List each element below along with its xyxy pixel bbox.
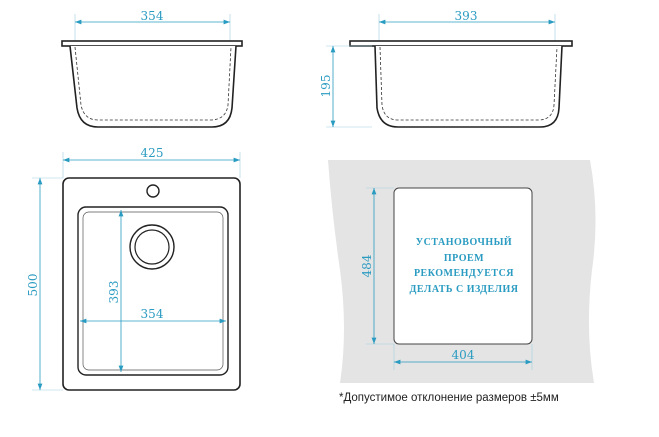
dimension-label: 484 (360, 254, 374, 277)
dimension-label: 354 (141, 307, 164, 321)
drain-hole (129, 224, 175, 270)
dimension-label: 425 (141, 146, 164, 160)
dimension-label: 195 (319, 75, 333, 98)
cutout-template: 484 404 Установочный проем рекомендуется… (328, 160, 596, 383)
cutout-note-line: проем (444, 253, 484, 264)
cutout-note-line: делать с изделия (409, 284, 518, 295)
cutout-note-line: Установочный (416, 236, 512, 248)
faucet-hole (146, 184, 160, 198)
tolerance-footnote: *Допустимое отклонение размеров ±5мм (339, 392, 559, 404)
dimension-label: 393 (455, 9, 478, 23)
dimension-label: 393 (107, 281, 121, 304)
dimension-label: 354 (141, 9, 164, 23)
cutout-note-line: рекомендуется (414, 268, 514, 279)
dimension-label: 500 (26, 274, 40, 297)
dimension-label: 404 (452, 348, 475, 362)
side-view-right: 393 195 (319, 9, 573, 128)
side-view-left: 354 (61, 9, 243, 128)
top-view: 425 500 393 354 (26, 146, 241, 391)
